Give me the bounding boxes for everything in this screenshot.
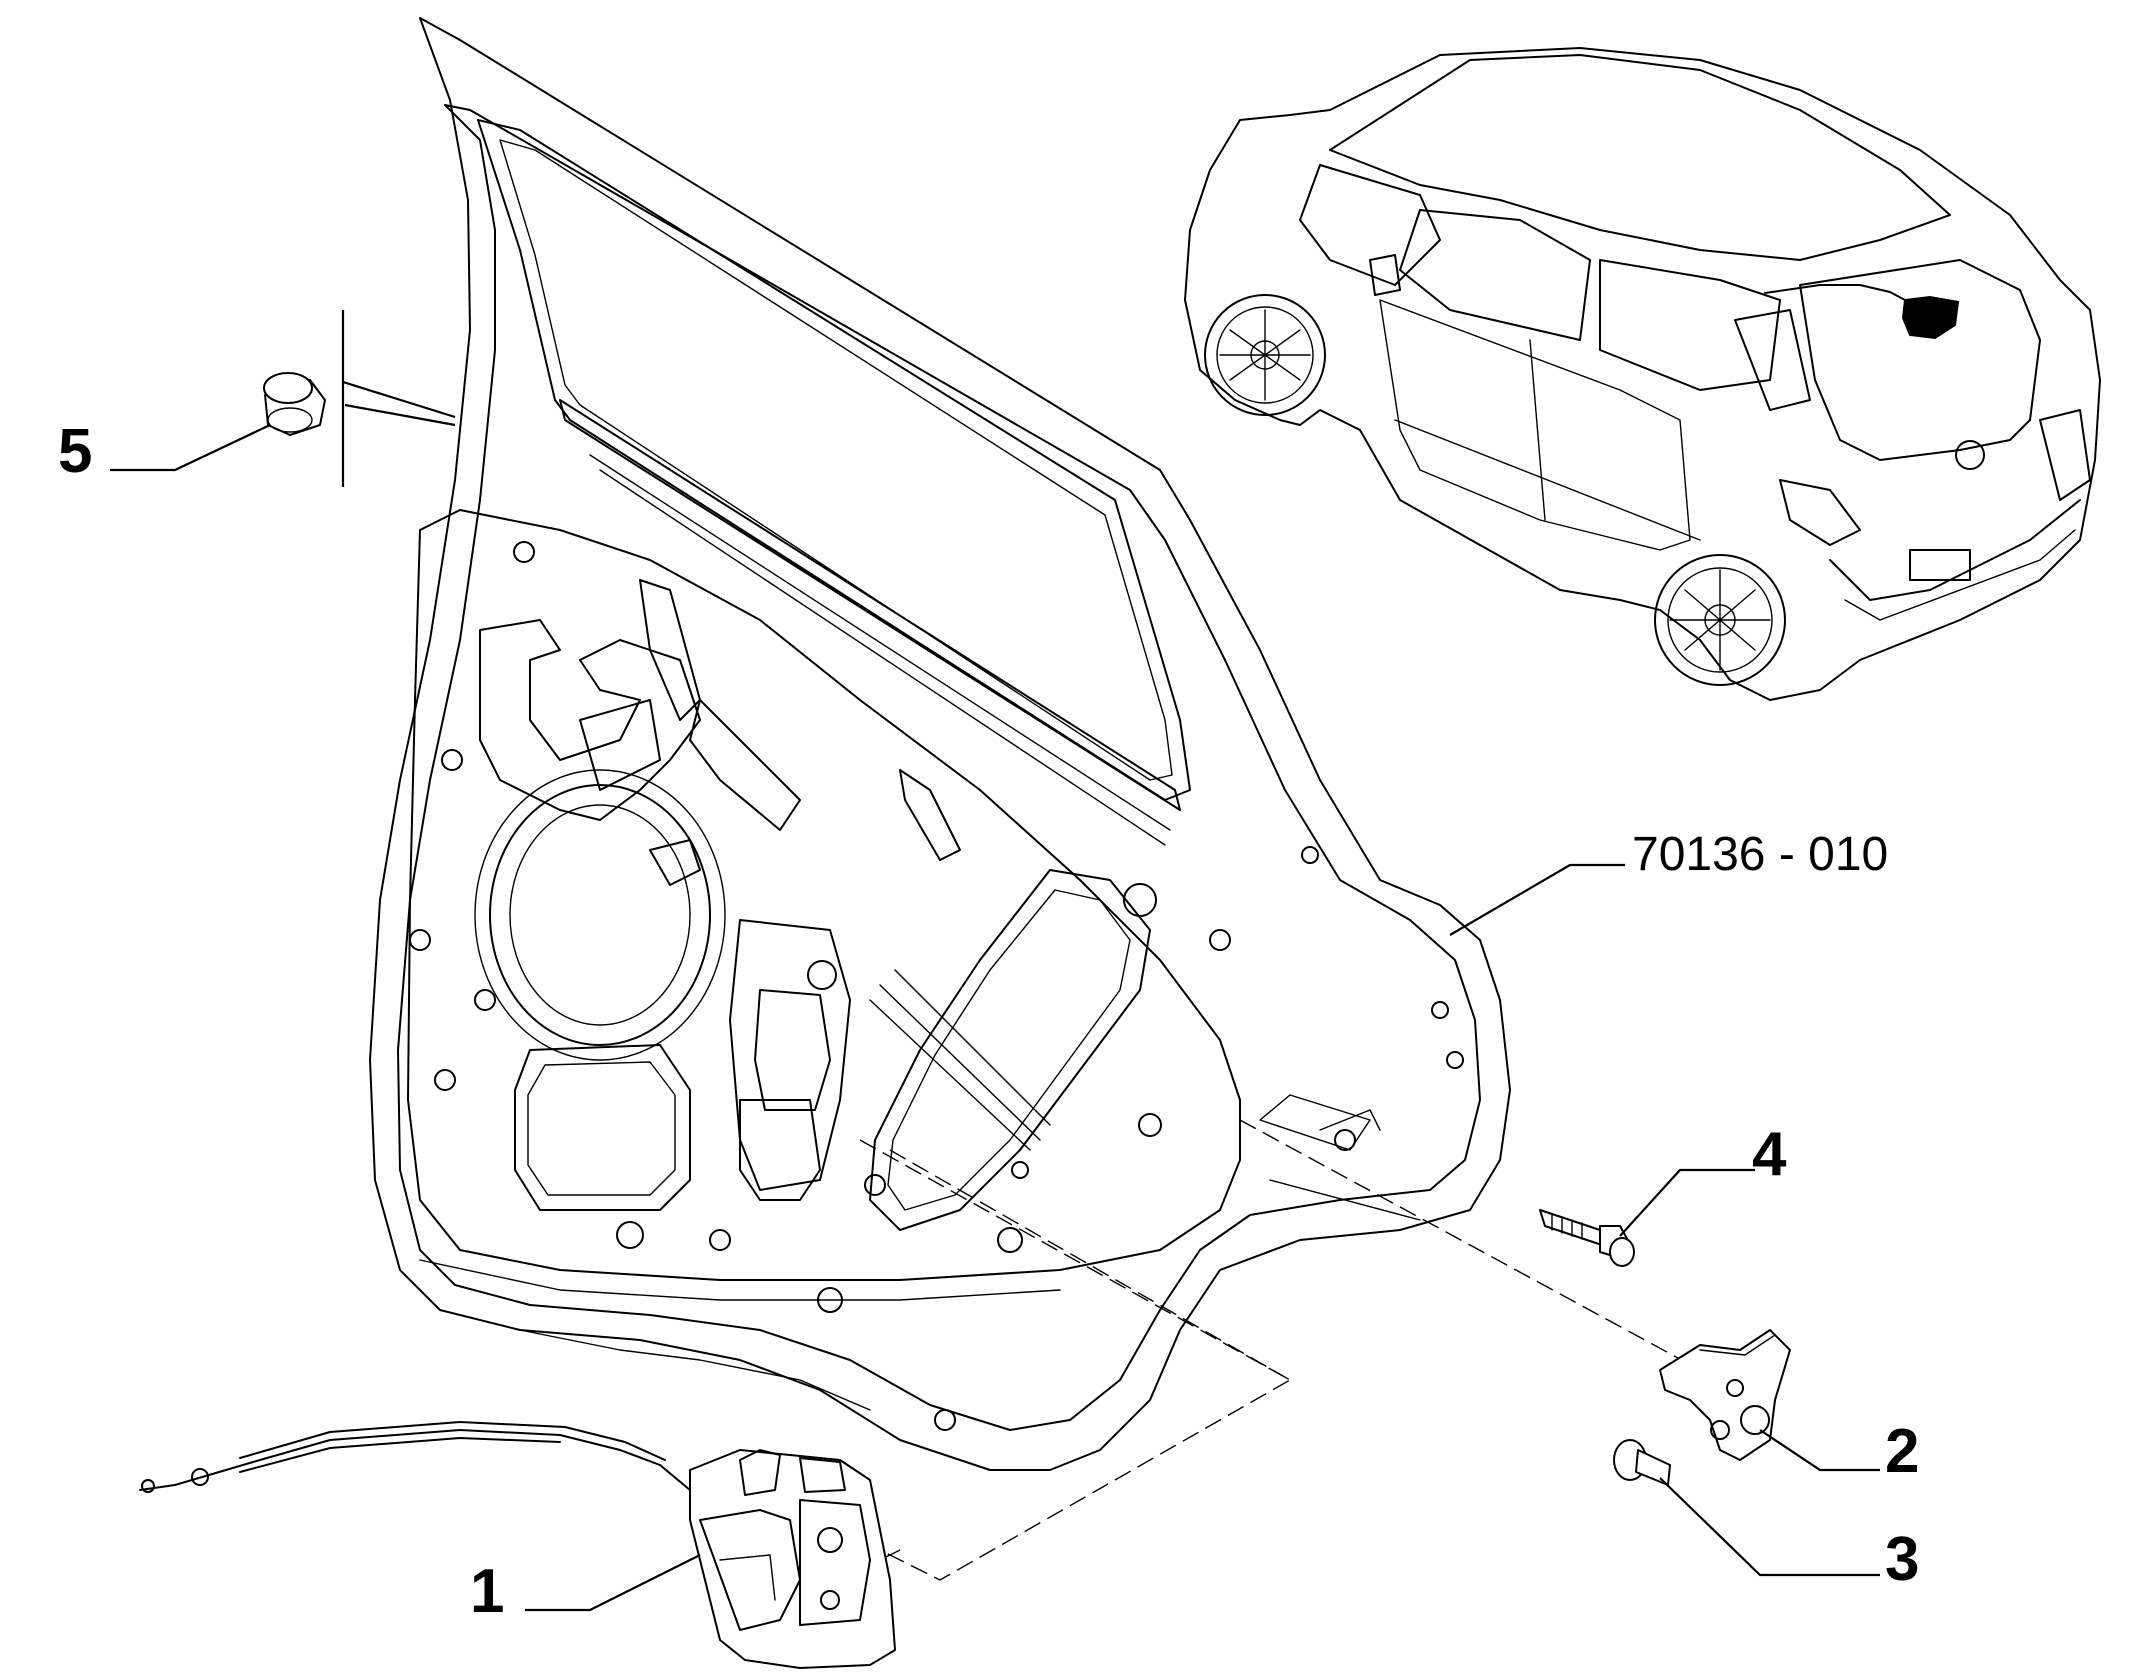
- rubber-bumper: [263, 372, 326, 436]
- rear-door-panel: [369, 17, 1511, 1471]
- lock-bolt: [1539, 1209, 1635, 1267]
- callout-label-1: 1: [470, 1557, 504, 1626]
- leader-lines: [110, 310, 1880, 1612]
- door-lock-with-cable: [139, 1421, 896, 1669]
- assembly-code-label: 70136 - 010: [1632, 828, 1888, 881]
- mounting-holes: [409, 541, 1464, 1431]
- callout-label-5: 5: [58, 417, 92, 486]
- callout-labels: 5 4 2 3 1 70136 - 010: [58, 417, 1919, 1626]
- car-location-thumbnail: [1184, 47, 2101, 701]
- assembly-guide-lines: [859, 1119, 1701, 1581]
- callout-label-3: 3: [1885, 1525, 1919, 1594]
- callout-label-4: 4: [1752, 1120, 1787, 1189]
- striker-screw: [1613, 1439, 1671, 1486]
- striker-plate: [1659, 1329, 1791, 1461]
- callout-label-2: 2: [1885, 1417, 1919, 1486]
